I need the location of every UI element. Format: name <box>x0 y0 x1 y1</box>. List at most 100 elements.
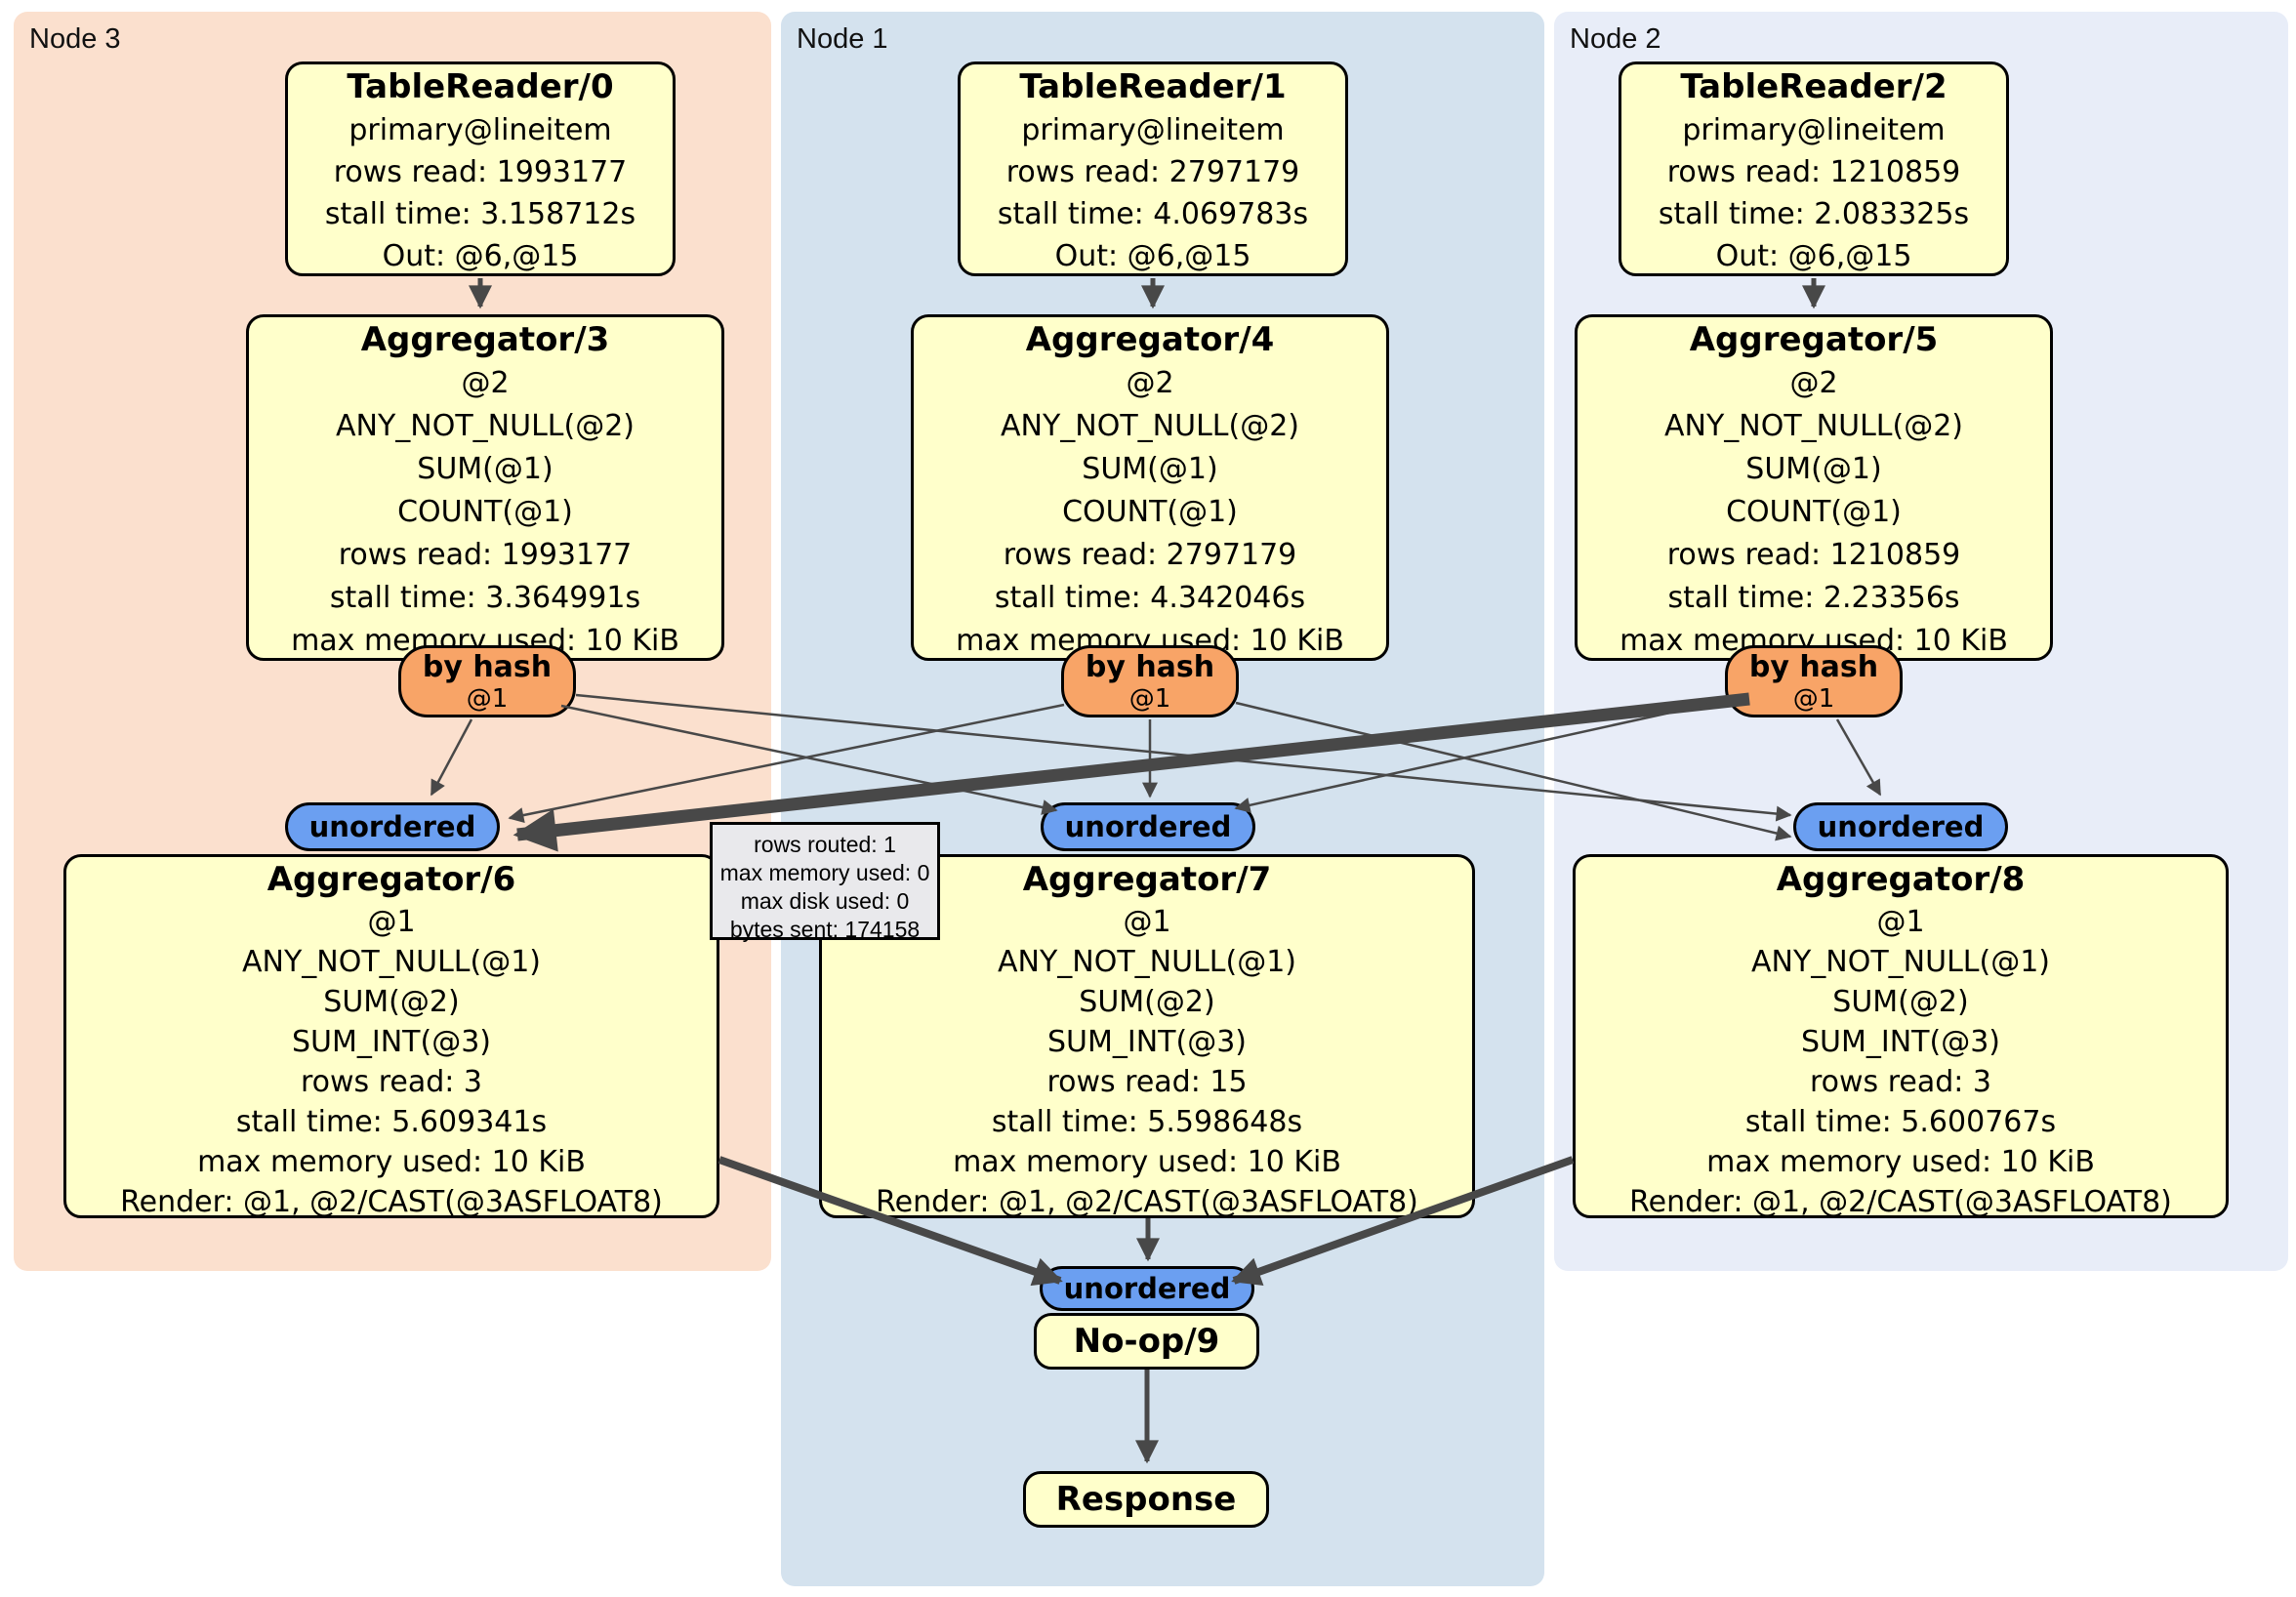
detail-line: @1 <box>1876 905 1925 939</box>
processor-details: primary@lineitem rows read: 2797179 stall … <box>961 109 1345 277</box>
detail-line: rows read: 1993177 <box>333 155 628 189</box>
router-label: by hash <box>422 650 553 684</box>
edge-aggregator6-final-sync[interactable] <box>718 1156 1063 1287</box>
processor-tablereader-2[interactable]: TableReader/2 primary@lineitem rows read:… <box>1619 61 2009 276</box>
detail-line: @2 <box>1126 366 1174 400</box>
detail-line: rows read: 3 <box>300 1065 483 1099</box>
edge-hash4-sync-node3[interactable] <box>508 703 1065 823</box>
detail-line: bytes sent: 174158 <box>729 917 921 942</box>
detail-line: max disk used: 0 <box>740 888 910 914</box>
detail-line: SUM(@2) <box>323 985 460 1019</box>
detail-line: SUM(@1) <box>1082 452 1218 486</box>
detail-line: stall time: 5.598648s <box>991 1105 1303 1139</box>
detail-line: rows read: 1993177 <box>338 538 633 572</box>
router-by-hash-3[interactable]: by hash @1 <box>398 645 576 717</box>
detail-line: stall time: 3.364991s <box>329 581 641 615</box>
detail-line: ANY_NOT_NULL(@2) <box>1664 409 1963 443</box>
detail-line: @2 <box>461 366 510 400</box>
detail-line: COUNT(@1) <box>1726 495 1902 529</box>
detail-line: Out: @6,@15 <box>382 239 579 273</box>
processor-noop-9[interactable]: No-op/9 <box>1034 1313 1259 1370</box>
detail-line: rows read: 15 <box>1046 1065 1248 1099</box>
processor-title: Response <box>1055 1480 1237 1519</box>
edge-hash5-sync-node1[interactable] <box>1234 698 1729 813</box>
edge-hash3-sync-node3[interactable] <box>430 718 473 797</box>
detail-line: SUM_INT(@3) <box>292 1025 491 1059</box>
router-label: by hash <box>1085 650 1215 684</box>
detail-line: stall time: 2.23356s <box>1667 581 1960 615</box>
detail-line: Render: @1, @2/CAST(@3ASFLOAT8) <box>1629 1185 2172 1219</box>
edge-hash4-sync-node2[interactable] <box>1235 701 1792 841</box>
edge-hash5-sync-node3-highlighted[interactable] <box>512 692 1750 852</box>
sync-label: unordered <box>308 810 476 843</box>
detail-line: @2 <box>1789 366 1838 400</box>
detail-line: ANY_NOT_NULL(@2) <box>336 409 635 443</box>
detail-line: ANY_NOT_NULL(@2) <box>1001 409 1299 443</box>
processor-response[interactable]: Response <box>1023 1471 1269 1528</box>
detail-line: COUNT(@1) <box>397 495 573 529</box>
sync-unordered-final[interactable]: unordered <box>1040 1266 1254 1311</box>
detail-line: primary@lineitem <box>1021 113 1285 147</box>
processor-title: Aggregator/6 <box>266 860 516 899</box>
detail-line: stall time: 3.158712s <box>324 197 636 231</box>
router-key: @1 <box>466 684 509 714</box>
detail-line: stall time: 4.342046s <box>994 581 1306 615</box>
processor-title: Aggregator/7 <box>1022 860 1272 899</box>
sync-unordered-node3[interactable]: unordered <box>285 802 500 851</box>
detail-line: Render: @1, @2/CAST(@3ASFLOAT8) <box>120 1185 663 1219</box>
edge-hash5-sync-node2[interactable] <box>1835 718 1882 797</box>
detail-line: Out: @6,@15 <box>1054 239 1251 273</box>
processor-title: Aggregator/4 <box>1025 320 1275 359</box>
detail-line: rows read: 1210859 <box>1666 155 1961 189</box>
detail-line: COUNT(@1) <box>1062 495 1238 529</box>
processor-title: TableReader/2 <box>1680 67 1948 106</box>
router-key: @1 <box>1128 684 1171 714</box>
sync-label: unordered <box>1064 810 1232 843</box>
sync-unordered-node1[interactable]: unordered <box>1041 802 1255 851</box>
processor-title: Aggregator/5 <box>1689 320 1939 359</box>
edge-aggregator8-final-sync[interactable] <box>1231 1156 1575 1287</box>
router-label: by hash <box>1748 650 1879 684</box>
detail-line: Out: @6,@15 <box>1715 239 1912 273</box>
processor-title: Aggregator/3 <box>360 320 610 359</box>
detail-line: SUM(@2) <box>1832 985 1969 1019</box>
detail-line: @1 <box>367 905 416 939</box>
router-key: @1 <box>1792 684 1835 714</box>
detail-line: max memory used: 0 <box>719 860 930 885</box>
detail-line: stall time: 5.600767s <box>1744 1105 2057 1139</box>
detail-line: rows read: 2797179 <box>1005 155 1300 189</box>
router-by-hash-4[interactable]: by hash @1 <box>1061 645 1239 717</box>
detail-line: SUM(@1) <box>1745 452 1882 486</box>
node-region-label: Node 1 <box>797 23 888 55</box>
detail-line: @1 <box>1123 905 1171 939</box>
detail-line: stall time: 5.609341s <box>235 1105 548 1139</box>
detail-line: primary@lineitem <box>1682 113 1946 147</box>
detail-line: max memory used: 10 KiB <box>953 1145 1341 1179</box>
sync-unordered-node2[interactable]: unordered <box>1793 802 2008 851</box>
node-region-label: Node 2 <box>1570 23 1661 55</box>
detail-line: SUM_INT(@3) <box>1047 1025 1247 1059</box>
detail-line: ANY_NOT_NULL(@1) <box>1751 945 2050 979</box>
detail-line: rows read: 3 <box>1809 1065 1992 1099</box>
router-by-hash-5[interactable]: by hash @1 <box>1725 645 1903 717</box>
detail-line: ANY_NOT_NULL(@1) <box>998 945 1296 979</box>
processor-title: No-op/9 <box>1073 1322 1220 1361</box>
detail-line: rows read: 2797179 <box>1003 538 1297 572</box>
processor-title: Aggregator/8 <box>1776 860 2026 899</box>
detail-line: stall time: 4.069783s <box>997 197 1309 231</box>
